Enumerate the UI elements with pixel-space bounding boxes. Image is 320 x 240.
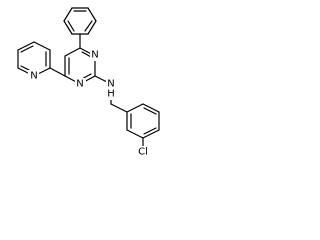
atom-background bbox=[133, 146, 153, 158]
bond bbox=[143, 107, 157, 115]
bond bbox=[20, 45, 34, 53]
atom-label-n: N bbox=[107, 79, 114, 90]
bond bbox=[143, 127, 157, 135]
atom-background bbox=[75, 78, 86, 90]
bond bbox=[126, 103, 144, 113]
atom-label-n: N bbox=[30, 71, 37, 82]
atom-background bbox=[106, 78, 117, 90]
atom-label-h: H bbox=[107, 89, 115, 100]
atom-label-cl: Cl bbox=[138, 147, 148, 158]
bond bbox=[64, 47, 81, 57]
bond bbox=[84, 20, 93, 32]
atom-label-n: N bbox=[76, 79, 83, 90]
atom-background bbox=[28, 70, 39, 82]
atom-background bbox=[90, 49, 101, 61]
bond bbox=[142, 103, 160, 113]
bond bbox=[87, 20, 97, 35]
bond bbox=[126, 129, 144, 139]
atom-labels: N N N N H Cl bbox=[28, 49, 153, 158]
bond bbox=[142, 129, 160, 139]
bond bbox=[110, 103, 128, 113]
bond-layer bbox=[17, 7, 160, 151]
bond bbox=[63, 20, 73, 35]
atom-background bbox=[106, 88, 117, 100]
bond bbox=[87, 7, 97, 22]
bond bbox=[33, 41, 51, 51]
atom-label-n: N bbox=[91, 50, 98, 61]
chemical-structure: N N N N H Cl bbox=[17, 7, 160, 158]
bond bbox=[17, 41, 35, 51]
bond bbox=[49, 67, 66, 77]
bond bbox=[67, 20, 75, 32]
bond bbox=[63, 7, 73, 22]
